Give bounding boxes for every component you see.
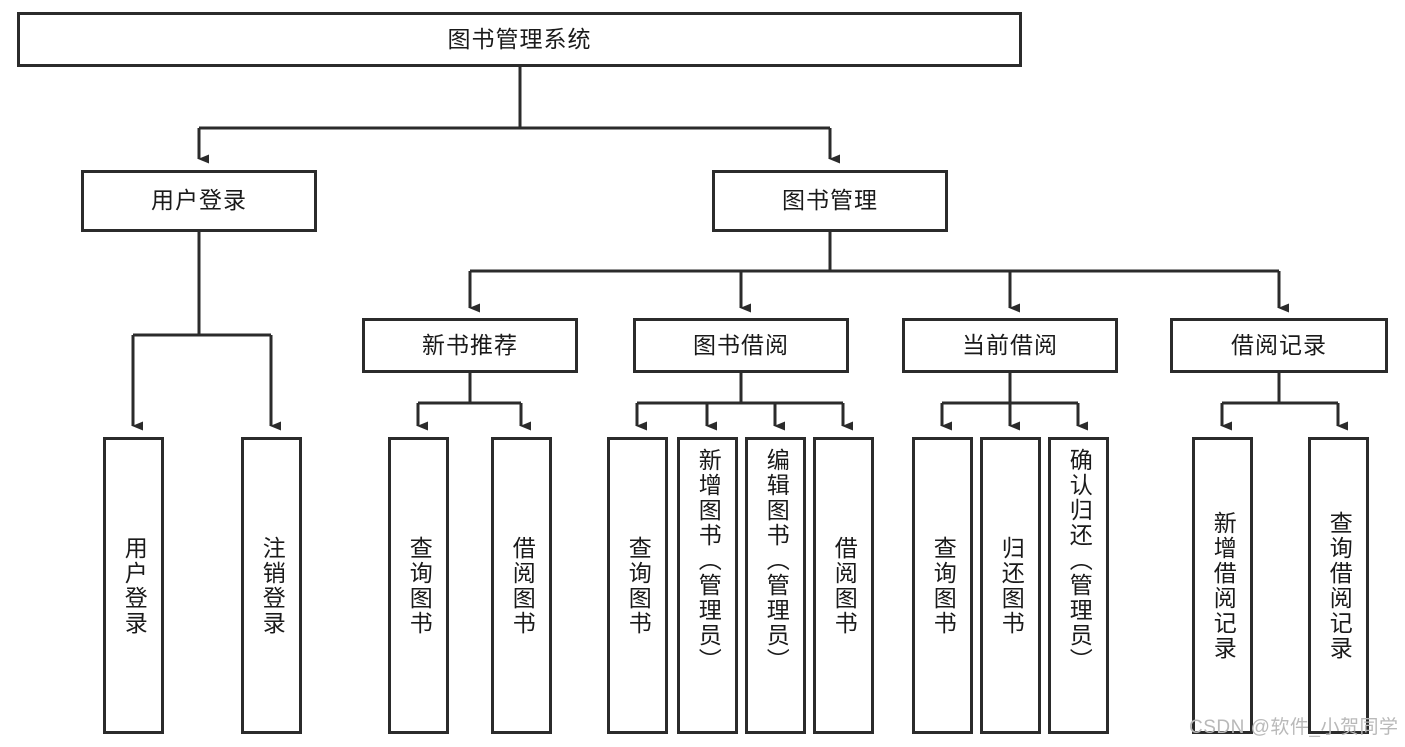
node-user-login-label: 用户登录 [151,187,247,214]
node-book-borrow[interactable]: 图书借阅 [633,318,849,373]
node-leaf-user-login-label: 用户登录 [121,535,148,636]
node-leaf-add-record[interactable]: 新增借阅记录 [1192,437,1253,734]
node-leaf-add-record-label: 新增借阅记录 [1210,510,1237,661]
node-leaf-query-record-label: 查询借阅记录 [1326,510,1353,661]
node-leaf-query-book-3[interactable]: 查询图书 [912,437,973,734]
node-user-login[interactable]: 用户登录 [81,170,317,232]
node-book-management[interactable]: 图书管理 [712,170,948,232]
node-leaf-query-book-1-label: 查询图书 [406,535,433,636]
node-leaf-confirm-return-label: 确认归还（管理员） [1066,448,1093,673]
node-book-management-label: 图书管理 [782,187,878,214]
node-leaf-return-book-label: 归还图书 [998,535,1025,636]
node-leaf-query-record[interactable]: 查询借阅记录 [1308,437,1369,734]
node-leaf-query-book-1[interactable]: 查询图书 [388,437,449,734]
node-leaf-edit-book-label: 编辑图书（管理员） [763,448,790,673]
node-borrow-record[interactable]: 借阅记录 [1170,318,1388,373]
node-new-book-recommend-label: 新书推荐 [422,331,518,358]
node-leaf-add-book[interactable]: 新增图书（管理员） [677,437,738,734]
node-leaf-add-book-label: 新增图书（管理员） [695,448,722,673]
node-leaf-user-logout[interactable]: 注销登录 [241,437,302,734]
node-root[interactable]: 图书管理系统 [17,12,1022,67]
node-leaf-confirm-return[interactable]: 确认归还（管理员） [1048,437,1109,734]
node-leaf-query-book-3-label: 查询图书 [930,535,957,636]
node-current-borrow-label: 当前借阅 [962,331,1058,358]
node-leaf-borrow-book-2[interactable]: 借阅图书 [813,437,874,734]
node-leaf-edit-book[interactable]: 编辑图书（管理员） [745,437,806,734]
node-leaf-borrow-book-1[interactable]: 借阅图书 [491,437,552,734]
node-leaf-query-book-2-label: 查询图书 [625,535,652,636]
node-current-borrow[interactable]: 当前借阅 [902,318,1118,373]
node-book-borrow-label: 图书借阅 [693,331,789,358]
node-leaf-query-book-2[interactable]: 查询图书 [607,437,668,734]
node-leaf-return-book[interactable]: 归还图书 [980,437,1041,734]
node-leaf-user-login[interactable]: 用户登录 [103,437,164,734]
node-root-label: 图书管理系统 [447,25,592,52]
node-borrow-record-label: 借阅记录 [1231,331,1327,358]
csdn-watermark: CSDN @软件_小贺同学 [1189,717,1399,738]
node-leaf-borrow-book-1-label: 借阅图书 [509,535,536,636]
node-leaf-borrow-book-2-label: 借阅图书 [831,535,858,636]
node-new-book-recommend[interactable]: 新书推荐 [362,318,578,373]
node-leaf-user-logout-label: 注销登录 [259,535,286,636]
